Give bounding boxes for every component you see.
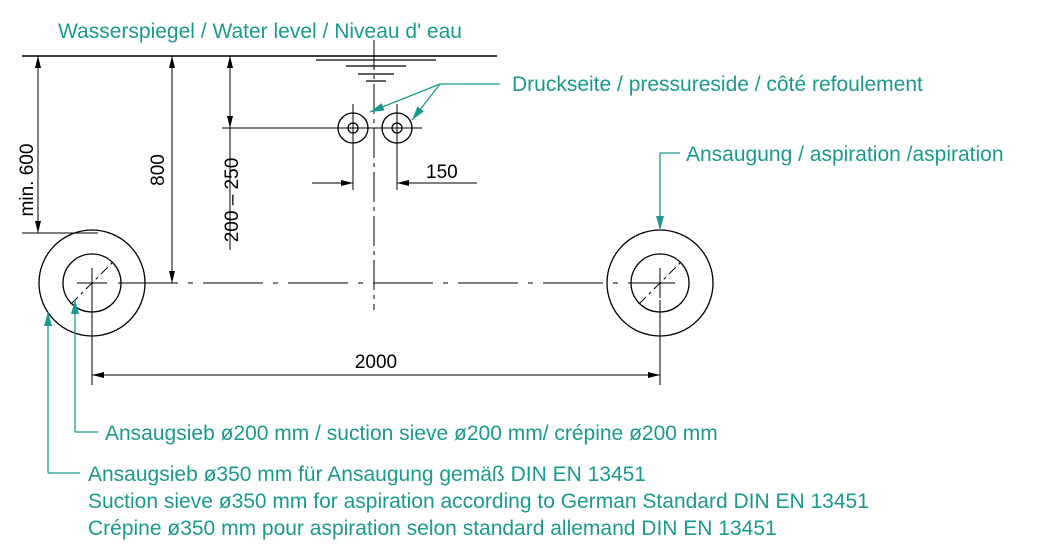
dimension-2000-label: 2000 <box>355 352 397 373</box>
sieve-large-label-en: Suction sieve ø350 mm for aspiration acc… <box>88 490 869 513</box>
pressure-nozzle-left <box>337 104 369 190</box>
dimension-800: 800 <box>148 56 175 283</box>
dimension-800-label: 800 <box>148 154 169 186</box>
pressure-side-leader <box>369 83 500 121</box>
sieve-large-leader <box>44 312 80 474</box>
dimension-200-250: 200 – 250 <box>222 56 243 250</box>
dimension-200-250-label: 200 – 250 <box>222 158 243 243</box>
sieve-small-label: Ansaugsieb ø200 mm / suction sieve ø200 … <box>105 422 718 445</box>
aspiration-leader <box>656 152 680 230</box>
sieve-small-leader <box>71 300 98 433</box>
dimension-150-label: 150 <box>426 162 458 183</box>
aspiration-label: Ansaugung / aspiration /aspiration <box>686 143 1004 166</box>
water-level-label: Wasserspiegel / Water level / Niveau d' … <box>58 20 462 43</box>
dimension-150: 150 <box>312 162 477 186</box>
dimension-2000: 2000 <box>91 283 661 385</box>
pressure-nozzle-right <box>381 104 413 190</box>
sieve-large-label-de: Ansaugsieb ø350 mm für Ansaugung gemäß D… <box>88 463 646 486</box>
pressure-side-label: Druckseite / pressureside / côté refoule… <box>512 73 923 96</box>
sieve-large-label-fr: Crépine ø350 mm pour aspiration selon st… <box>88 517 777 540</box>
water-level-symbol <box>316 59 436 82</box>
dimension-min-600: min. 600 <box>17 56 98 234</box>
dimension-min-600-label: min. 600 <box>17 144 38 217</box>
